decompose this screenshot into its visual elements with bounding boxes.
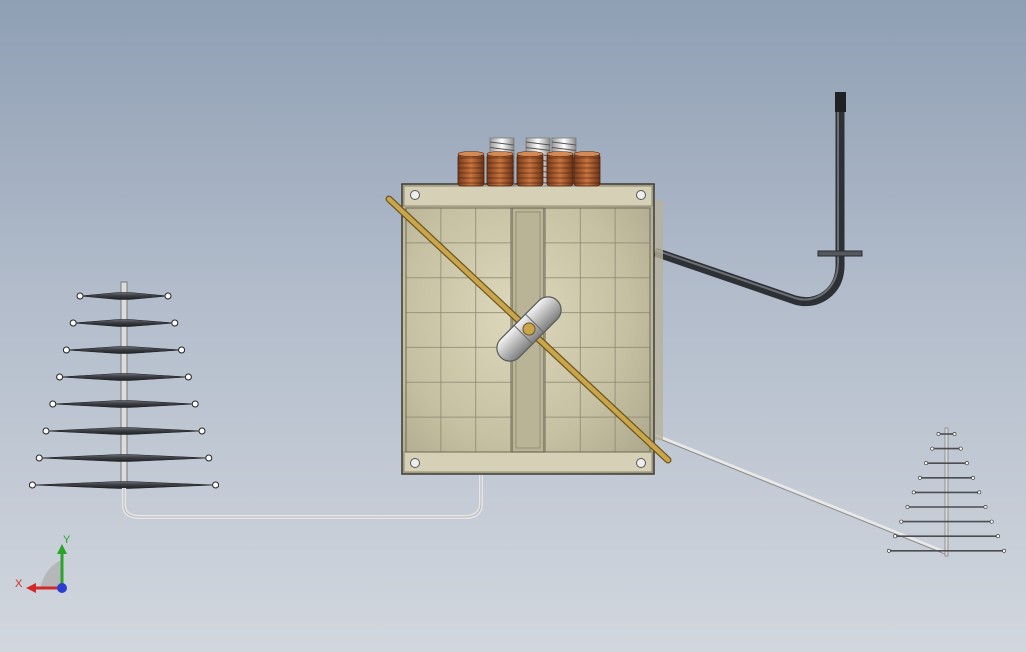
bolt [410, 190, 420, 200]
left-antenna-element [56, 373, 192, 381]
top-terminals [457, 137, 601, 187]
right-antenna-element [905, 505, 988, 509]
right-antenna-element [911, 490, 982, 495]
right-antenna-element [893, 534, 1000, 539]
right-antenna-element [930, 446, 963, 451]
left-antenna-element [49, 400, 199, 408]
bolt [410, 458, 420, 468]
right-feed-cable-edge [654, 436, 946, 555]
strut-hub [522, 322, 536, 336]
main-housing [385, 183, 672, 475]
left-antenna-element [42, 427, 206, 435]
right-antenna-element [936, 432, 957, 436]
right-antenna-element [899, 519, 994, 524]
right-antenna-element [918, 475, 976, 480]
left-antenna [28, 281, 220, 489]
left-antenna-element [35, 454, 213, 462]
housing-side [655, 200, 663, 440]
pipe-cap [835, 92, 846, 112]
copper-coil [573, 151, 601, 187]
view-triad[interactable]: Y X [15, 534, 71, 593]
right-antenna-element [924, 461, 969, 466]
bolt [636, 458, 646, 468]
copper-coil [457, 151, 485, 187]
right-antenna-element [887, 548, 1007, 553]
left-antenna-element [28, 481, 220, 489]
bolt [636, 190, 646, 200]
left-antenna-element [76, 292, 172, 300]
right-antenna [887, 427, 1007, 557]
right-feed-cable [654, 433, 946, 554]
z-axis-dot-icon [57, 583, 67, 593]
left-antenna-element [62, 346, 186, 354]
copper-coil [546, 151, 574, 187]
copper-coil [516, 151, 544, 187]
left-feed-cable-edge [123, 455, 482, 518]
copper-coil [486, 151, 514, 187]
x-axis-label: X [15, 578, 23, 590]
housing-bottom-rail [403, 451, 653, 473]
triad-plane-icon [40, 560, 62, 588]
exhaust-pipe [653, 92, 863, 307]
pipe-flange [817, 250, 863, 257]
housing-top-rail [403, 185, 653, 207]
y-axis-label: Y [63, 534, 71, 546]
left-antenna-element [69, 319, 179, 327]
